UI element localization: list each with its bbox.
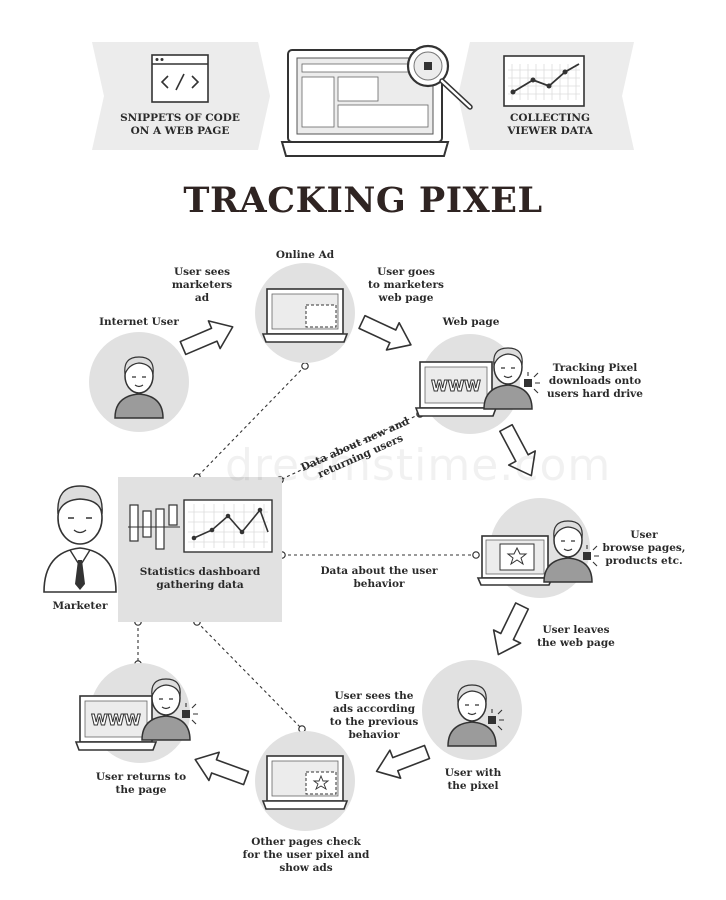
dashed-connectors (137, 365, 476, 730)
browse-label: User browse pages, products etc. (602, 529, 686, 567)
left-banner-label: SNIPPETS OF CODE ON A WEB PAGE (120, 112, 240, 137)
marketer-label: Marketer (52, 600, 108, 612)
other-pages-laptop-icon (261, 755, 349, 810)
dashboard-label: Statistics dashboard gathering data (139, 566, 261, 591)
line-chart-icon (183, 499, 273, 553)
code-icon (151, 54, 209, 103)
internet-user-label: Internet User (99, 316, 179, 328)
user-sees-ad-label: User sees marketers ad (171, 266, 233, 304)
line-chart-icon (503, 55, 585, 107)
marketer-icon (43, 485, 117, 593)
returns-laptop-icon: WWW (74, 695, 158, 751)
tracking-pixel-label: Tracking Pixel downloads onto users hard… (547, 362, 643, 400)
header-banner (92, 42, 634, 157)
sees-ads-label: User sees the ads according to the previ… (329, 690, 419, 741)
svg-text:WWW: WWW (91, 711, 141, 729)
leaves-label: User leaves the web page (537, 624, 615, 649)
web-page-label: Web page (442, 316, 500, 328)
right-banner-label: COLLECTING VIEWER DATA (507, 112, 593, 137)
arrow-icon (189, 744, 252, 793)
svg-text:WWW: WWW (431, 377, 481, 395)
browse-laptop-icon (476, 535, 554, 586)
returns-label: User returns to the page (95, 771, 187, 796)
tracking-pixel-icon (523, 371, 541, 394)
behavior-label: Data about the user behavior (320, 565, 438, 590)
page-title: TRACKING PIXEL (183, 180, 543, 221)
other-pages-label: Other pages check for the user pixel and… (242, 836, 370, 874)
arrow-icon (354, 307, 419, 360)
statistics-dashboard (118, 477, 282, 622)
arrow-icon (370, 737, 434, 787)
online-ad-label: Online Ad (275, 249, 335, 261)
web-page-laptop-icon: WWW (414, 361, 498, 417)
online-ad-laptop-icon (261, 288, 349, 343)
star-icon (506, 546, 528, 566)
user-goes-label: User goes to marketers web page (368, 266, 444, 304)
star-icon (312, 774, 330, 791)
watermark: dreamstime.com (225, 440, 612, 491)
magnifier-icon (406, 44, 473, 110)
bar-chart-icon (128, 504, 180, 550)
with-pixel-label: User with the pixel (444, 767, 502, 792)
